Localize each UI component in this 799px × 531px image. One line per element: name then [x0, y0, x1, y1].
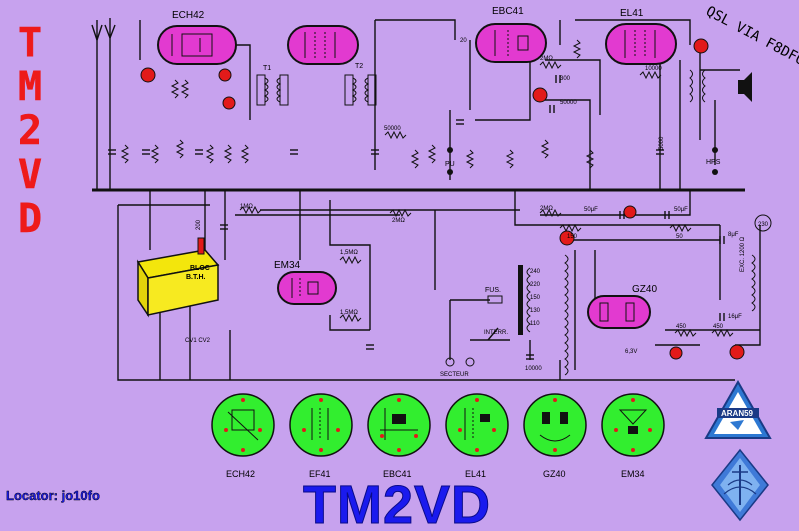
callsign-letter: D — [18, 196, 42, 242]
terminals — [445, 147, 772, 367]
socket-row: ECH42 EF41 EBC41 EL41 — [211, 393, 665, 479]
test-points — [140, 38, 745, 360]
socket-gz40: GZ40 — [523, 393, 587, 479]
ref-logo — [711, 448, 769, 522]
callsign-letter: V — [18, 152, 42, 198]
qsl-text: QSL VIA F8DFO — [703, 3, 799, 69]
socket-ebc41: EBC41 — [367, 393, 431, 479]
label-c5000: 5000 — [659, 136, 665, 150]
tube-name-el41: EL41 — [620, 8, 644, 19]
transformer-t2: T2 — [344, 63, 377, 106]
tube-name-em34: EM34 — [274, 260, 301, 271]
big-title: TM2VD — [303, 475, 491, 531]
label-150: 150 — [530, 295, 541, 301]
label-230: 230 — [758, 222, 769, 228]
label-63v: 6,3V — [625, 349, 637, 355]
socket-el41: EL41 — [445, 393, 509, 479]
label-hps: HPS — [706, 159, 721, 166]
label-c50000: 50000 — [560, 100, 577, 106]
label-220: 220 — [530, 282, 541, 288]
label-c300: 300 — [560, 76, 571, 82]
label-240: 240 — [530, 269, 541, 275]
socket-label: GZ40 — [543, 469, 566, 479]
label-c50uf-b: 50μF — [674, 207, 688, 213]
label-r50: 50 — [676, 234, 683, 240]
label-15m-a: 1,5MΩ — [340, 250, 358, 256]
power-transformer — [518, 250, 756, 376]
callsign-letter: 2 — [18, 108, 42, 154]
tube-gz40: GZ40 — [587, 284, 657, 329]
label-c50uf-a: 50μF — [584, 207, 598, 213]
t1-label: T1 — [263, 65, 271, 72]
component-labels: PU HPS FUS. INTERR. SECTEUR 6,3V CV1 CV2… — [185, 38, 769, 378]
tube-name-ech42: ECH42 — [172, 10, 205, 21]
socket-label: EF41 — [309, 469, 331, 479]
socket-ef41: EF41 — [289, 393, 353, 479]
label-interr: INTERR. — [484, 330, 508, 336]
label-2m: 2MΩ — [392, 218, 405, 224]
socket-label: EBC41 — [383, 469, 412, 479]
tube-el41: EL41 — [605, 8, 677, 65]
logo-aran-text: ARAN59 — [721, 409, 754, 418]
socket-label: ECH42 — [226, 469, 255, 479]
label-pu: PU — [445, 161, 455, 168]
fuse — [487, 295, 503, 304]
callsign-letter: M — [18, 64, 42, 110]
label-r450b: 450 — [713, 324, 724, 330]
speaker — [689, 69, 752, 103]
tube-ech42: ECH42 — [157, 10, 237, 65]
label-1m: 1MΩ — [240, 204, 253, 210]
socket-label: EL41 — [465, 469, 486, 479]
label-c10000: 10000 — [525, 366, 542, 372]
bloc-label-1: BLOC — [190, 265, 210, 272]
locator-text: Locator: jo10fo — [6, 488, 100, 503]
tube-name-ebc41: EBC41 — [492, 6, 524, 17]
t2-label: T2 — [355, 63, 363, 70]
label-r450a: 450 — [676, 324, 687, 330]
label-secteur: SECTEUR — [440, 372, 469, 378]
tube-em34: EM34 — [274, 260, 337, 305]
label-r10000: 10000 — [645, 66, 662, 72]
socket-label: EM34 — [621, 469, 645, 479]
label-c20: 20 — [460, 38, 467, 44]
label-130: 130 — [530, 308, 541, 314]
transformer-t1: T1 — [256, 65, 289, 106]
callsign-letter: T — [18, 20, 42, 66]
wiring — [91, 18, 761, 381]
capacitors — [108, 75, 725, 360]
label-2m-c: 2MΩ — [540, 206, 553, 212]
label-c8uf: 8μF — [728, 232, 739, 238]
label-2m-b: 2MΩ — [540, 56, 553, 62]
switch — [487, 327, 499, 341]
resistors — [120, 39, 734, 338]
label-exc: EXC. 1200 Ω — [740, 236, 746, 272]
tube-ebc41: EBC41 — [475, 6, 547, 63]
socket-em34: EM34 — [601, 393, 665, 479]
label-c200: 200 — [196, 219, 202, 230]
label-cv: CV1 CV2 — [185, 338, 211, 344]
label-fus: FUS. — [485, 287, 501, 294]
label-110: 110 — [530, 321, 540, 327]
socket-ech42: ECH42 — [211, 393, 275, 479]
label-15m-b: 1,5MΩ — [340, 310, 358, 316]
tube-ef41 — [287, 25, 359, 65]
aran59-logo: ARAN59 — [704, 379, 772, 439]
label-r50000: 50000 — [384, 126, 401, 132]
bloc-label-2: B.T.H. — [186, 274, 206, 281]
tube-name-gz40: GZ40 — [632, 284, 657, 295]
bloc-bth: BLOC B.T.H. — [136, 237, 220, 318]
label-c16uf: 16μF — [728, 314, 742, 320]
label-r150: 150 — [567, 234, 578, 240]
vertical-callsign: T M 2 V D — [18, 20, 43, 243]
